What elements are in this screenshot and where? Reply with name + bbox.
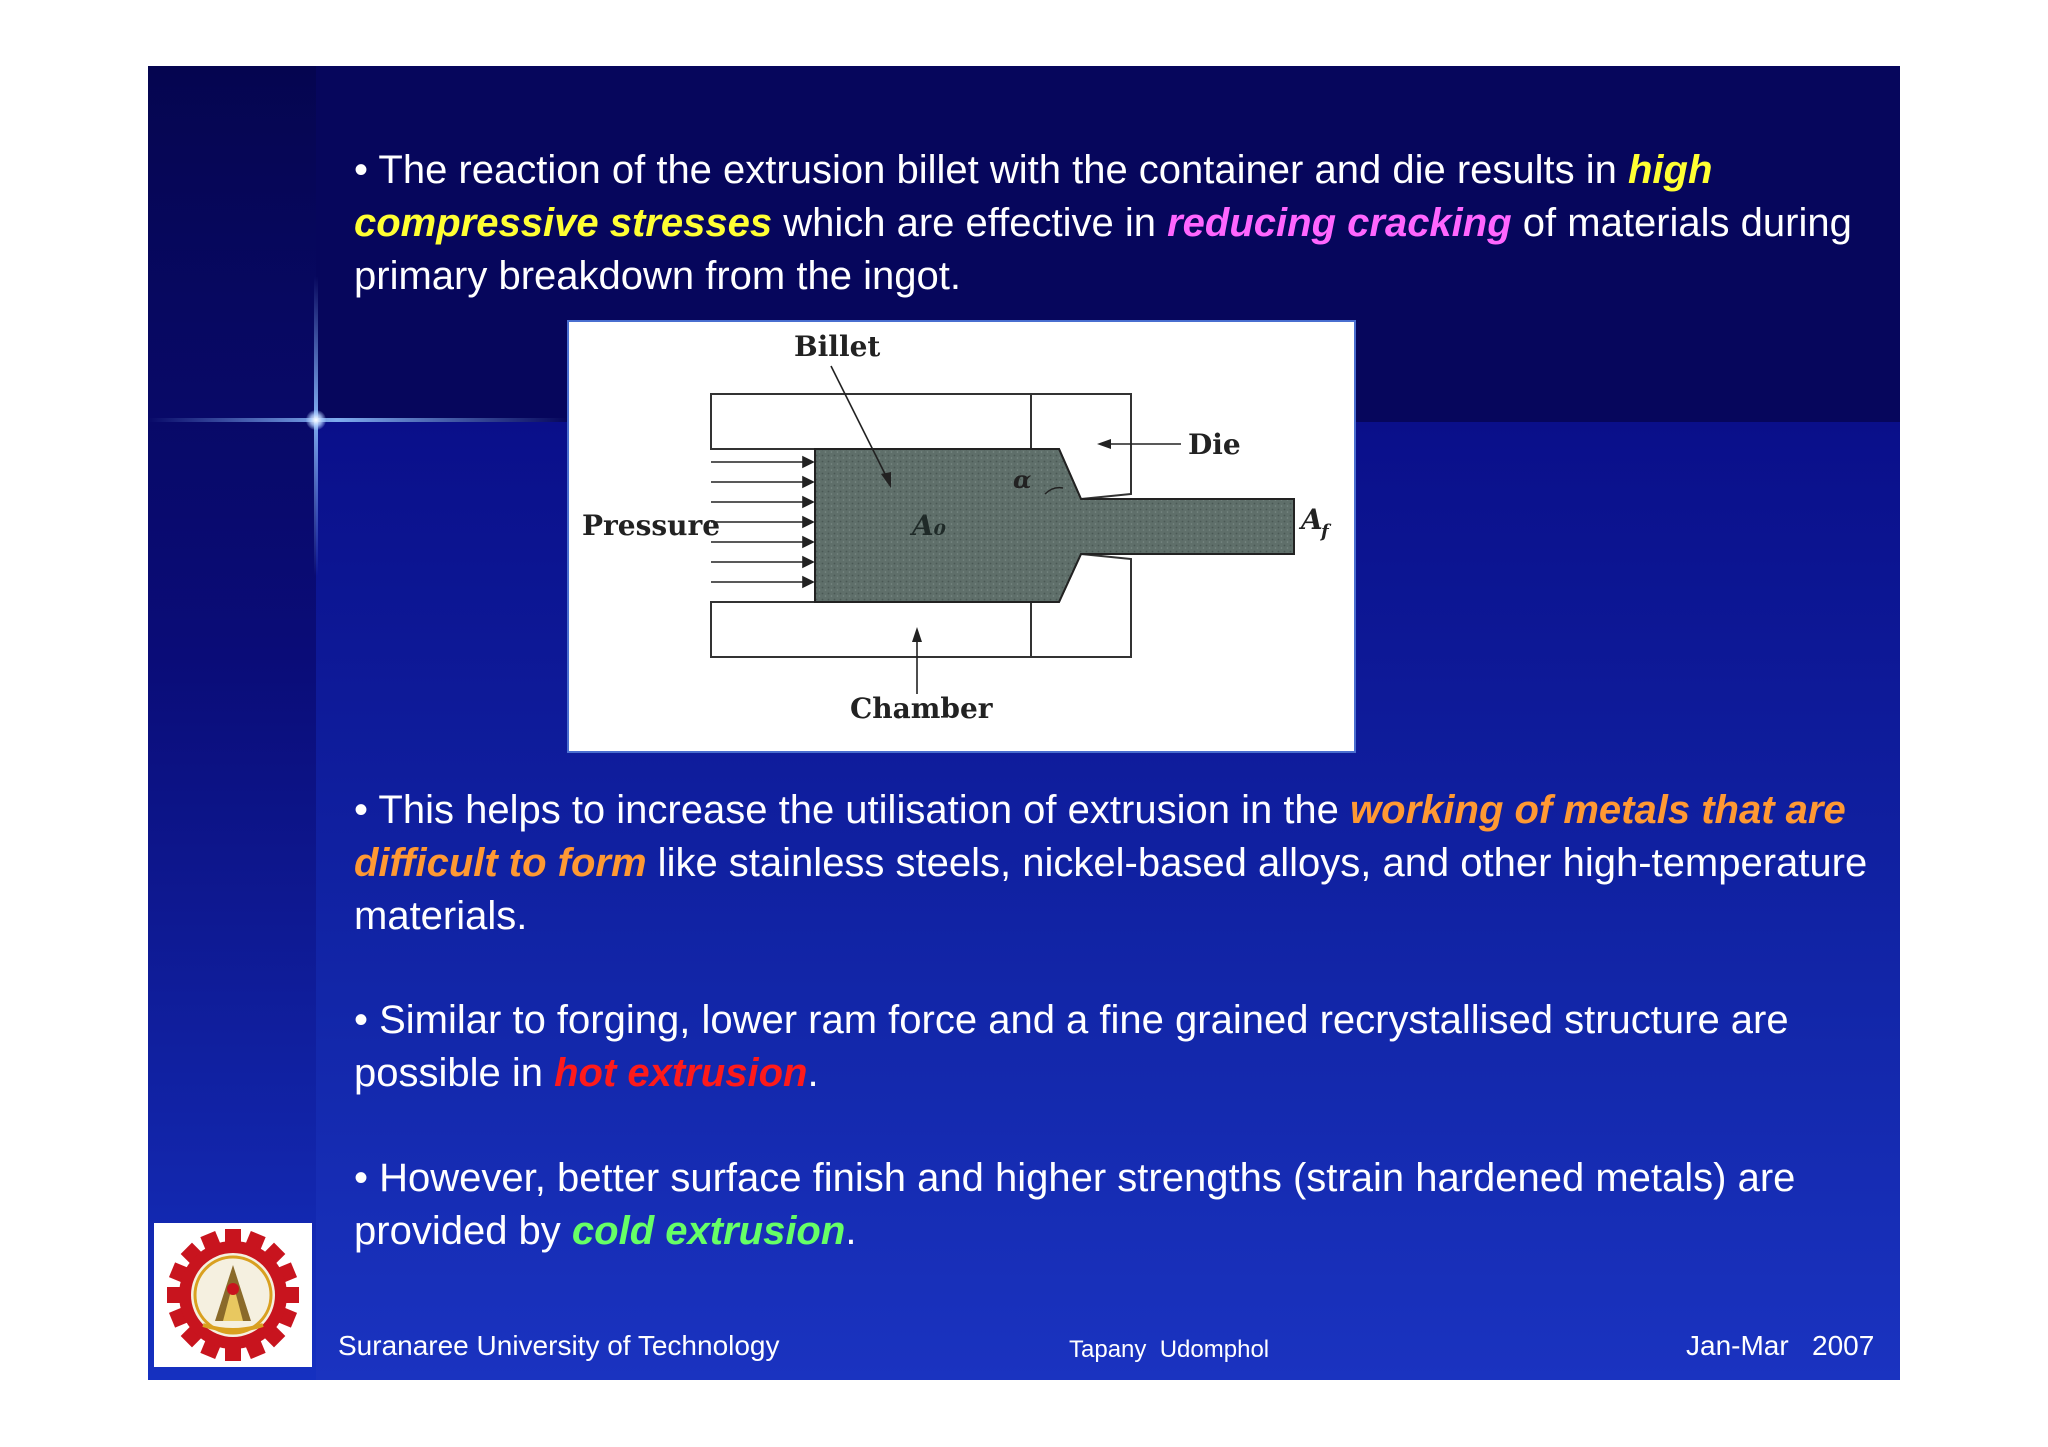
emphasis-cold-extrusion: cold extrusion bbox=[571, 1209, 846, 1253]
label-area-final-subscript: f bbox=[1319, 521, 1332, 542]
university-logo bbox=[154, 1223, 312, 1367]
chamber-leader-arrowhead bbox=[912, 627, 922, 642]
die-leader-arrowhead bbox=[1097, 439, 1111, 449]
bullet-utilisation: • This helps to increase the utilisation… bbox=[354, 784, 1894, 943]
left-band bbox=[148, 66, 316, 1380]
billet-material bbox=[814, 448, 1295, 603]
label-area-final: A bbox=[1298, 503, 1323, 536]
label-area-initial: A₀ bbox=[909, 509, 946, 542]
die-angle-arc bbox=[1044, 486, 1064, 495]
footer-date: Jan-Mar 2007 bbox=[1686, 1330, 1875, 1361]
light-flare-core bbox=[306, 410, 326, 430]
label-pressure: Pressure bbox=[582, 509, 720, 542]
bullet-text: of materials during primary breakdown fr… bbox=[354, 201, 1852, 298]
emphasis-reducing-cracking: reducing cracking bbox=[1167, 201, 1512, 245]
billet-leader bbox=[830, 365, 890, 483]
bullet-cold-extrusion: • However, better surface finish and hig… bbox=[354, 1152, 1894, 1258]
university-gear-emblem-icon bbox=[167, 1229, 299, 1361]
label-chamber: Chamber bbox=[850, 692, 994, 725]
bullet-text: • Similar to forging, lower ram force an… bbox=[354, 998, 1789, 1095]
emphasis-hot-extrusion: hot extrusion bbox=[554, 1051, 808, 1095]
billet-leader-arrowhead bbox=[881, 472, 891, 488]
label-die-angle: α bbox=[1013, 465, 1031, 494]
bullet-text: which are effective in bbox=[772, 201, 1168, 245]
extrusion-diagram-svg: Billet Die Pressure A₀ A f α Chamber bbox=[582, 330, 1332, 725]
footer-author: Tapany Udomphol bbox=[1069, 1336, 1270, 1363]
label-die: Die bbox=[1188, 428, 1241, 461]
bullet-text: . bbox=[845, 1209, 857, 1253]
bullet-hot-extrusion: • Similar to forging, lower ram force an… bbox=[354, 994, 1894, 1100]
chamber-bottom-wall bbox=[710, 601, 1032, 658]
bullet-text: • The reaction of the extrusion billet w… bbox=[354, 148, 1628, 192]
bullet-text: • However, better surface finish and hig… bbox=[354, 1156, 1796, 1253]
bullet-reaction: • The reaction of the extrusion billet w… bbox=[354, 144, 1894, 303]
emphasis-high-compressive-stresses: high compressive stresses bbox=[354, 148, 1713, 245]
footer-university: Suranaree University of Technology bbox=[338, 1330, 780, 1361]
light-flare-horizontal bbox=[148, 418, 568, 422]
chamber-top-wall bbox=[710, 393, 1032, 450]
bullet-text: like stainless steels, nickel-based allo… bbox=[354, 841, 1868, 938]
emphasis-difficult-metals: working of metals that are difficult to … bbox=[354, 788, 1846, 885]
bullet-text: • This helps to increase the utilisation… bbox=[354, 788, 1351, 832]
slide: • The reaction of the extrusion billet w… bbox=[148, 66, 1900, 1380]
bullet-text: . bbox=[807, 1051, 819, 1095]
pressure-arrows bbox=[711, 455, 815, 589]
extrusion-diagram: Billet Die Pressure A₀ A f α Chamber bbox=[567, 320, 1356, 753]
label-billet: Billet bbox=[794, 330, 880, 363]
